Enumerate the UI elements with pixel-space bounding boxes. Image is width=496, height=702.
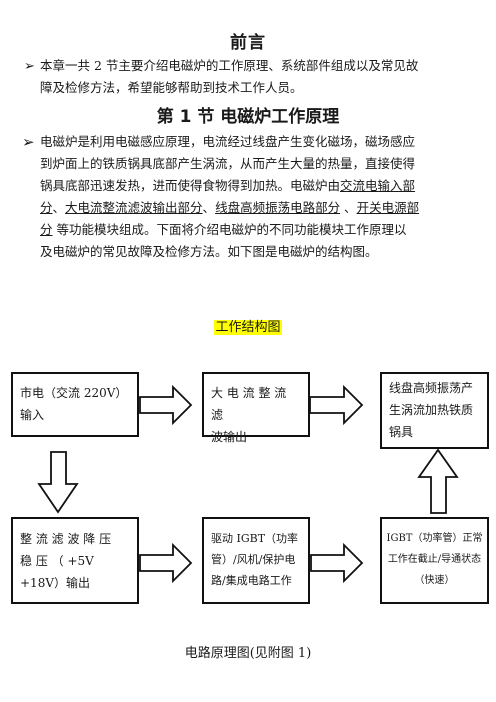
right-arrow-icon xyxy=(139,542,193,584)
box-text: 线盘高频振荡产 xyxy=(389,381,474,395)
underlined-term: 交流电输入部 xyxy=(340,178,416,193)
para-line-5: 分 等功能模块组成。下面将介绍电磁炉的不同功能模块工作原理以 xyxy=(40,219,407,241)
box-text: +18V）输出 xyxy=(20,576,90,590)
box-text: IGBT（功率管）正常 xyxy=(386,533,483,544)
section-title: 第 1 节 电磁炉工作原理 xyxy=(156,107,340,127)
box-coil-oscillation: 线盘高频振荡产 生涡流加热铁质 锅具 xyxy=(380,372,489,449)
arrow-bullet-icon: ➢ xyxy=(22,133,35,151)
arrow-bullet-icon: ➢ xyxy=(24,59,35,74)
intro-line-1: 本章一共 2 节主要介绍电磁炉的工作原理、系统部件组成以及常见故 xyxy=(40,58,419,73)
box-text: 管）/风机/保护电 xyxy=(211,553,296,566)
box-igbt-state: IGBT（功率管）正常 工作在截止/导通状态 （快速） xyxy=(380,517,489,604)
page-title: 前言 xyxy=(230,33,266,53)
underlined-term: 分 xyxy=(40,200,53,215)
para-line-6: 及电磁炉的常见故障及检修方法。如下图是电磁炉的结构图。 xyxy=(40,244,378,259)
box-text: （快速） xyxy=(414,575,455,586)
box-regulator-output: 整 流 滤 波 降 压 稳 压 （ +5V +18V）输出 xyxy=(11,517,139,604)
underlined-term: 线盘高频振荡电路部分 xyxy=(215,200,341,215)
down-arrow-icon xyxy=(37,451,79,514)
right-arrow-icon xyxy=(309,384,364,426)
circuit-caption: 电路原理图(见附图 1) xyxy=(184,646,312,661)
box-text: 工作在截止/导通状态 xyxy=(387,554,482,565)
box-text: 生涡流加热铁质 xyxy=(389,403,474,417)
intro-line-2: 障及检修方法，希望能够帮助到技术工作人员。 xyxy=(40,80,303,95)
underlined-term: 大电流整流滤波输出部分 xyxy=(65,200,203,215)
box-rectifier-output: 大 电 流 整 流 滤 波输出 xyxy=(202,372,310,444)
box-text: 锅具 xyxy=(389,425,414,439)
para-text: 、 xyxy=(340,200,357,215)
box-text: 输入 xyxy=(20,408,45,422)
underlined-term: 开关电源部 xyxy=(356,200,420,215)
para-text: 、 xyxy=(202,200,216,215)
right-arrow-icon xyxy=(310,542,364,584)
box-text: 市电（交流 220V） xyxy=(20,386,128,400)
box-text: 路/集成电路工作 xyxy=(211,574,292,587)
right-arrow-icon xyxy=(139,384,193,426)
para-line-2: 到炉面上的铁质锅具底部产生涡流，从而产生大量的热量，直接使得 xyxy=(40,156,416,171)
box-mains-input: 市电（交流 220V） 输入 xyxy=(11,372,139,437)
underlined-term: 分 xyxy=(40,222,53,237)
para-text: 等功能模块组成。下面将介绍电磁炉的不同功能模块工作原理以 xyxy=(52,222,407,237)
box-text: 整 流 滤 波 降 压 xyxy=(20,532,112,546)
para-line-4: 分、大电流整流滤波输出部分、线盘高频振荡电路部分 、开关电源部 xyxy=(40,197,419,219)
box-text: 稳 压 （ +5V xyxy=(20,554,94,568)
para-line-3: 锅具底部迅速发热，进而使得食物得到加热。电磁炉由交流电输入部 xyxy=(40,175,415,197)
para-text: 锅具底部迅速发热，进而使得食物得到加热。电磁炉由 xyxy=(40,178,341,193)
up-arrow-icon xyxy=(417,448,459,514)
diagram-title-text: 工作结构图 xyxy=(214,320,282,335)
box-text: 大 电 流 整 流 滤 xyxy=(211,386,287,422)
box-text: 波输出 xyxy=(211,430,248,444)
box-text: 驱动 IGBT（功率 xyxy=(211,532,299,545)
box-driver-circuit: 驱动 IGBT（功率 管）/风机/保护电 路/集成电路工作 xyxy=(202,517,310,604)
diagram-title: 工作结构图 xyxy=(0,316,496,335)
para-line-1: 电磁炉是利用电磁感应原理，电流经过线盘产生变化磁场，磁场感应 xyxy=(40,134,416,149)
para-text: 、 xyxy=(52,200,66,215)
